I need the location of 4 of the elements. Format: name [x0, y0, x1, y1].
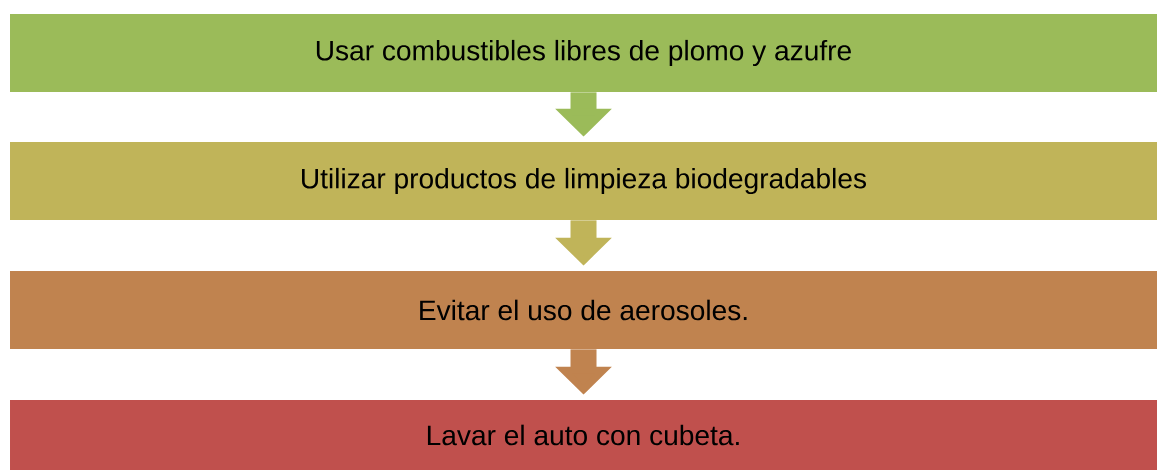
- step-box: Lavar el auto con cubeta.: [10, 400, 1157, 470]
- step-box: Utilizar productos de limpieza biodegradables: [10, 142, 1157, 220]
- step-box: Evitar el uso de aerosoles.: [10, 271, 1157, 349]
- step-box: Usar combustibles libres de plomo y azufre: [10, 14, 1157, 92]
